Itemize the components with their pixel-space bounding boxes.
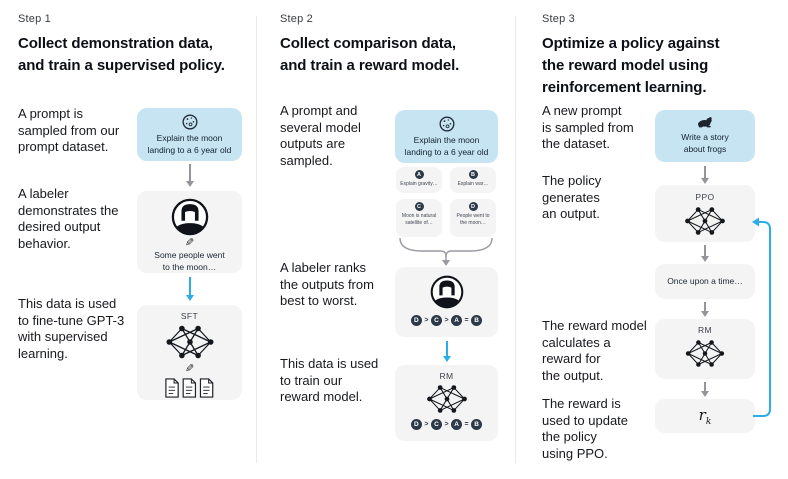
output-card-d: D People went to the moon… bbox=[450, 199, 496, 237]
moon-icon bbox=[181, 113, 199, 131]
column-divider bbox=[256, 16, 257, 463]
output-text: People went to the moon… bbox=[456, 213, 490, 226]
output-card-a: A Explain gravity… bbox=[396, 167, 442, 193]
step2-prompt-card: Explain the moon landing to a 6 year old bbox=[395, 110, 498, 163]
network-icon bbox=[163, 323, 217, 361]
rank-badge: C bbox=[430, 419, 442, 430]
step1-sft-model-card: SFT ✎ bbox=[137, 305, 242, 400]
rank-separator: > bbox=[424, 421, 429, 428]
rank-badge: B bbox=[471, 315, 483, 326]
step3-caption-policy: The policy generates an output. bbox=[542, 173, 602, 221]
step2-caption-prompt: A prompt and several model outputs are s… bbox=[280, 103, 361, 168]
step3-output-card: Once upon a time… bbox=[655, 264, 755, 299]
feedback-loop-arrow bbox=[752, 217, 771, 417]
rank-badge: D bbox=[410, 419, 422, 430]
down-arrow-icon bbox=[704, 382, 706, 391]
step1-labeler-card: ✎ Some people went to the moon… bbox=[137, 191, 242, 273]
rank-badge: C bbox=[430, 315, 442, 326]
reward-model-label: RM bbox=[697, 325, 713, 335]
ranking-row: D > C > A = B bbox=[410, 315, 483, 326]
step3-prompt-card: Write a story about frogs bbox=[655, 110, 755, 162]
step1-label: Step 1 bbox=[18, 13, 52, 25]
output-text: Explain gravity… bbox=[400, 181, 438, 187]
pencil-icon: ✎ bbox=[184, 237, 195, 249]
down-arrow-icon bbox=[445, 341, 448, 356]
step1-caption-prompt: A prompt is sampled from our prompt data… bbox=[18, 106, 120, 154]
output-text: Moon is natural satellite of… bbox=[401, 213, 437, 226]
sft-model-label: SFT bbox=[180, 311, 199, 321]
step3-label: Step 3 bbox=[542, 13, 576, 25]
step3-caption-reward: The reward model calculates a reward for… bbox=[542, 318, 647, 383]
step3-output-text: Once upon a time… bbox=[667, 275, 743, 286]
step3-ppo-policy-card: PPO bbox=[655, 185, 755, 242]
rank-separator: = bbox=[464, 421, 469, 428]
output-letter-badge: B bbox=[468, 170, 478, 179]
step3-caption-prompt: A new prompt is sampled from the dataset… bbox=[542, 103, 634, 151]
frog-icon bbox=[697, 116, 714, 128]
rank-separator: = bbox=[464, 317, 469, 324]
reward-value: rk bbox=[698, 405, 712, 427]
labeler-avatar-icon bbox=[171, 198, 209, 236]
step1-prompt-text: Explain the moon landing to a 6 year old bbox=[147, 133, 232, 155]
ranking-row: D > C > A = B bbox=[410, 419, 483, 430]
down-arrow-icon bbox=[188, 277, 191, 295]
output-card-b: B Explain war… bbox=[450, 167, 496, 193]
down-arrow-icon bbox=[189, 164, 191, 181]
reward-model-label: RM bbox=[439, 371, 454, 381]
step1-caption-data: This data is used to fine-tune GPT-3 wit… bbox=[18, 296, 125, 361]
output-letter-badge: D bbox=[468, 202, 478, 211]
step1-heading: Collect demonstration data, and train a … bbox=[18, 35, 225, 74]
step3-reward-model-card: RM bbox=[655, 319, 755, 379]
network-icon bbox=[424, 383, 470, 415]
rank-separator: > bbox=[424, 317, 429, 324]
step2-caption-data: This data is used to train our reward mo… bbox=[280, 356, 379, 404]
step2-caption-labeler: A labeler ranks the outputs from best to… bbox=[280, 260, 374, 308]
step1-prompt-card: Explain the moon landing to a 6 year old bbox=[137, 108, 242, 161]
step3-caption-update: The reward is used to update the policy … bbox=[542, 396, 629, 461]
rank-badge: B bbox=[471, 419, 483, 430]
pencil-icon: ✎ bbox=[184, 363, 195, 375]
output-text: Explain war… bbox=[457, 181, 489, 187]
rank-badge: A bbox=[451, 419, 463, 430]
rank-badge: D bbox=[410, 315, 422, 326]
step2-labeler-card: D > C > A = B bbox=[395, 267, 498, 337]
output-letter-badge: A bbox=[414, 170, 424, 179]
rank-separator: > bbox=[444, 317, 449, 324]
down-arrow-icon bbox=[704, 245, 706, 256]
step3-heading: Optimize a policy against the reward mod… bbox=[542, 35, 720, 96]
column-divider bbox=[515, 16, 516, 463]
rank-badge: A bbox=[451, 315, 463, 326]
step3-prompt-text: Write a story about frogs bbox=[681, 132, 729, 154]
output-letter-badge: C bbox=[414, 202, 424, 211]
step2-reward-model-card: RM D > C > A = B bbox=[395, 365, 498, 441]
brace-merge-arrow bbox=[399, 238, 493, 266]
documents-icon bbox=[164, 378, 216, 398]
step3-reward-value-card: rk bbox=[655, 399, 755, 433]
ppo-policy-label: PPO bbox=[695, 192, 715, 202]
moon-icon bbox=[438, 115, 456, 133]
network-icon bbox=[682, 205, 728, 237]
step2-heading: Collect comparison data, and train a rew… bbox=[280, 35, 460, 74]
down-arrow-icon bbox=[704, 302, 706, 311]
labeler-avatar-icon bbox=[430, 275, 464, 309]
step2-label: Step 2 bbox=[280, 13, 314, 25]
step2-prompt-text: Explain the moon landing to a 6 year old bbox=[404, 135, 489, 157]
rank-separator: > bbox=[444, 421, 449, 428]
network-icon bbox=[683, 338, 727, 369]
output-card-c: C Moon is natural satellite of… bbox=[396, 199, 442, 237]
step1-demonstration-text: Some people went to the moon… bbox=[154, 250, 225, 272]
down-arrow-icon bbox=[704, 166, 706, 178]
step1-caption-labeler: A labeler demonstrates the desired outpu… bbox=[18, 186, 119, 251]
